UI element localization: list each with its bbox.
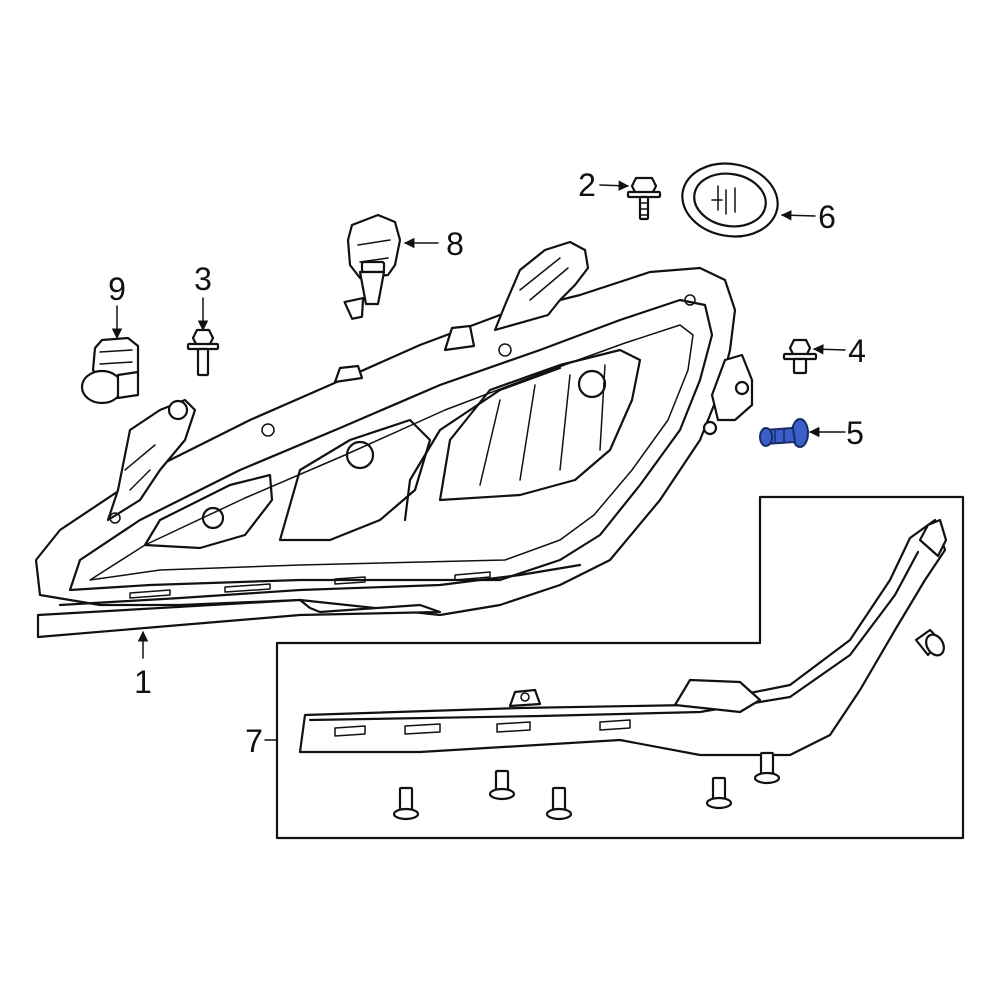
- bolt-3[interactable]: [186, 328, 220, 377]
- bulb-8[interactable]: [343, 213, 402, 320]
- callout-1: 1: [134, 664, 152, 700]
- retainer-5[interactable]: [759, 418, 809, 448]
- drl-strip-kit[interactable]: [275, 495, 965, 840]
- clip-top[interactable]: [914, 628, 947, 659]
- callout-3: 3: [194, 261, 212, 297]
- cover-cap-6[interactable]: [676, 156, 783, 244]
- pin-c[interactable]: [545, 786, 573, 821]
- headlamp-assembly[interactable]: [34, 240, 754, 639]
- callout-4: 4: [848, 333, 866, 369]
- leader-6: [780, 210, 816, 221]
- leader-4: [812, 344, 846, 355]
- pin-b[interactable]: [488, 769, 516, 801]
- callout-7: 7: [245, 723, 263, 759]
- callout-8: 8: [446, 226, 464, 262]
- bolt-4[interactable]: [782, 338, 818, 375]
- bolt-2[interactable]: [626, 176, 662, 221]
- bulb-9[interactable]: [80, 336, 140, 405]
- pin-a[interactable]: [392, 786, 420, 821]
- callout-2: 2: [578, 167, 596, 203]
- pin-e[interactable]: [753, 751, 781, 785]
- callout-5: 5: [846, 415, 864, 451]
- kit-frame: [275, 495, 965, 840]
- leader-2: [599, 180, 630, 191]
- pin-d[interactable]: [705, 776, 733, 810]
- callout-9: 9: [108, 271, 126, 307]
- callout-6: 6: [818, 199, 836, 235]
